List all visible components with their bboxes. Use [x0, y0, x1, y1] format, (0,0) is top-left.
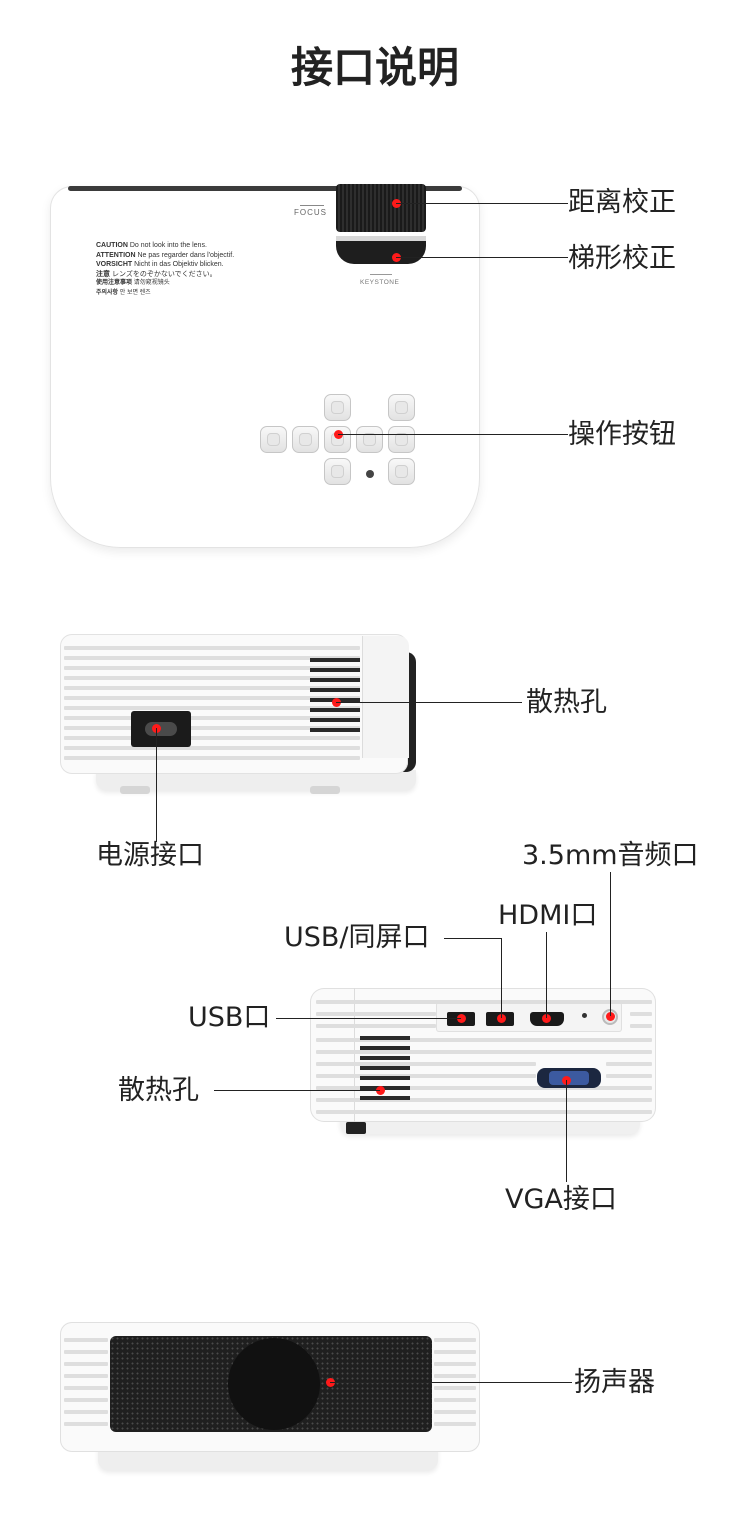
- leader-line: [610, 872, 611, 1016]
- keystone-label: KEYSTONE: [360, 279, 400, 286]
- button-down-right[interactable]: [388, 458, 415, 485]
- caution-line: 使用注意事项 请勿窥视镜头: [96, 280, 170, 286]
- leader-line: [566, 1080, 567, 1182]
- leader-line: [396, 203, 568, 204]
- button-right-1[interactable]: [356, 426, 383, 453]
- focus-ring[interactable]: [336, 184, 426, 232]
- button-right-2[interactable]: [388, 426, 415, 453]
- focus-label: FOCUS: [294, 208, 327, 217]
- label-power-port: 电源接口: [96, 840, 204, 871]
- button-left-2[interactable]: [260, 426, 287, 453]
- caution-line: 주의사항 안 보면 렌즈: [96, 289, 151, 296]
- indicator-hole: [582, 1013, 587, 1018]
- label-keystone-correction: 梯形校正: [568, 243, 676, 274]
- caution-text-block: CAUTION Do not look into the lens. ATTEN…: [96, 241, 296, 298]
- label-operation-buttons: 操作按钮: [568, 419, 676, 450]
- speaker-grille: [110, 1336, 432, 1432]
- label-audio-port: 3.5mm音频口: [522, 840, 699, 871]
- leader-line: [276, 1018, 461, 1019]
- caution-line: 注意 レンズをのぞかないでください。: [96, 270, 217, 278]
- label-hdmi-port: HDMI口: [498, 900, 598, 931]
- caution-line: CAUTION Do not look into the lens.: [96, 242, 207, 249]
- leader-line: [336, 702, 522, 703]
- marker-dot: [496, 1013, 506, 1023]
- label-vga-port: VGA接口: [505, 1184, 617, 1215]
- power-socket: [131, 711, 191, 747]
- leader-line: [156, 728, 157, 842]
- label-distance-correction: 距离校正: [568, 187, 676, 218]
- button-up-left[interactable]: [324, 394, 351, 421]
- marker-dot: [541, 1013, 551, 1023]
- leader-line: [214, 1090, 380, 1091]
- leader-line: [330, 1382, 572, 1383]
- label-heat-vent-side: 散热孔: [526, 687, 607, 718]
- label-usb-mirror-port: USB/同屏口: [284, 922, 430, 953]
- marker-dot: [456, 1013, 466, 1023]
- caution-line: VORSICHT Nicht in das Objektiv blicken.: [96, 261, 224, 268]
- label-speaker: 扬声器: [574, 1367, 655, 1398]
- leader-line: [338, 434, 568, 435]
- label-usb-port: USB口: [188, 1002, 271, 1033]
- indicator-light: [366, 470, 374, 478]
- button-left-1[interactable]: [292, 426, 319, 453]
- page-title: 接口说明: [290, 43, 459, 92]
- button-up-right[interactable]: [388, 394, 415, 421]
- label-heat-vent-back: 散热孔: [118, 1075, 199, 1106]
- leader-line: [546, 932, 547, 1018]
- speaker-cone: [228, 1338, 320, 1430]
- marker-dot: [375, 1085, 385, 1095]
- marker-dot: [605, 1011, 615, 1021]
- leader-line: [444, 938, 501, 939]
- leader-line: [501, 938, 502, 1018]
- leader-line: [396, 257, 568, 258]
- button-down[interactable]: [324, 458, 351, 485]
- keystone-ring[interactable]: [336, 236, 426, 264]
- caution-line: ATTENTION Ne pas regarder dans l'objecti…: [96, 251, 235, 259]
